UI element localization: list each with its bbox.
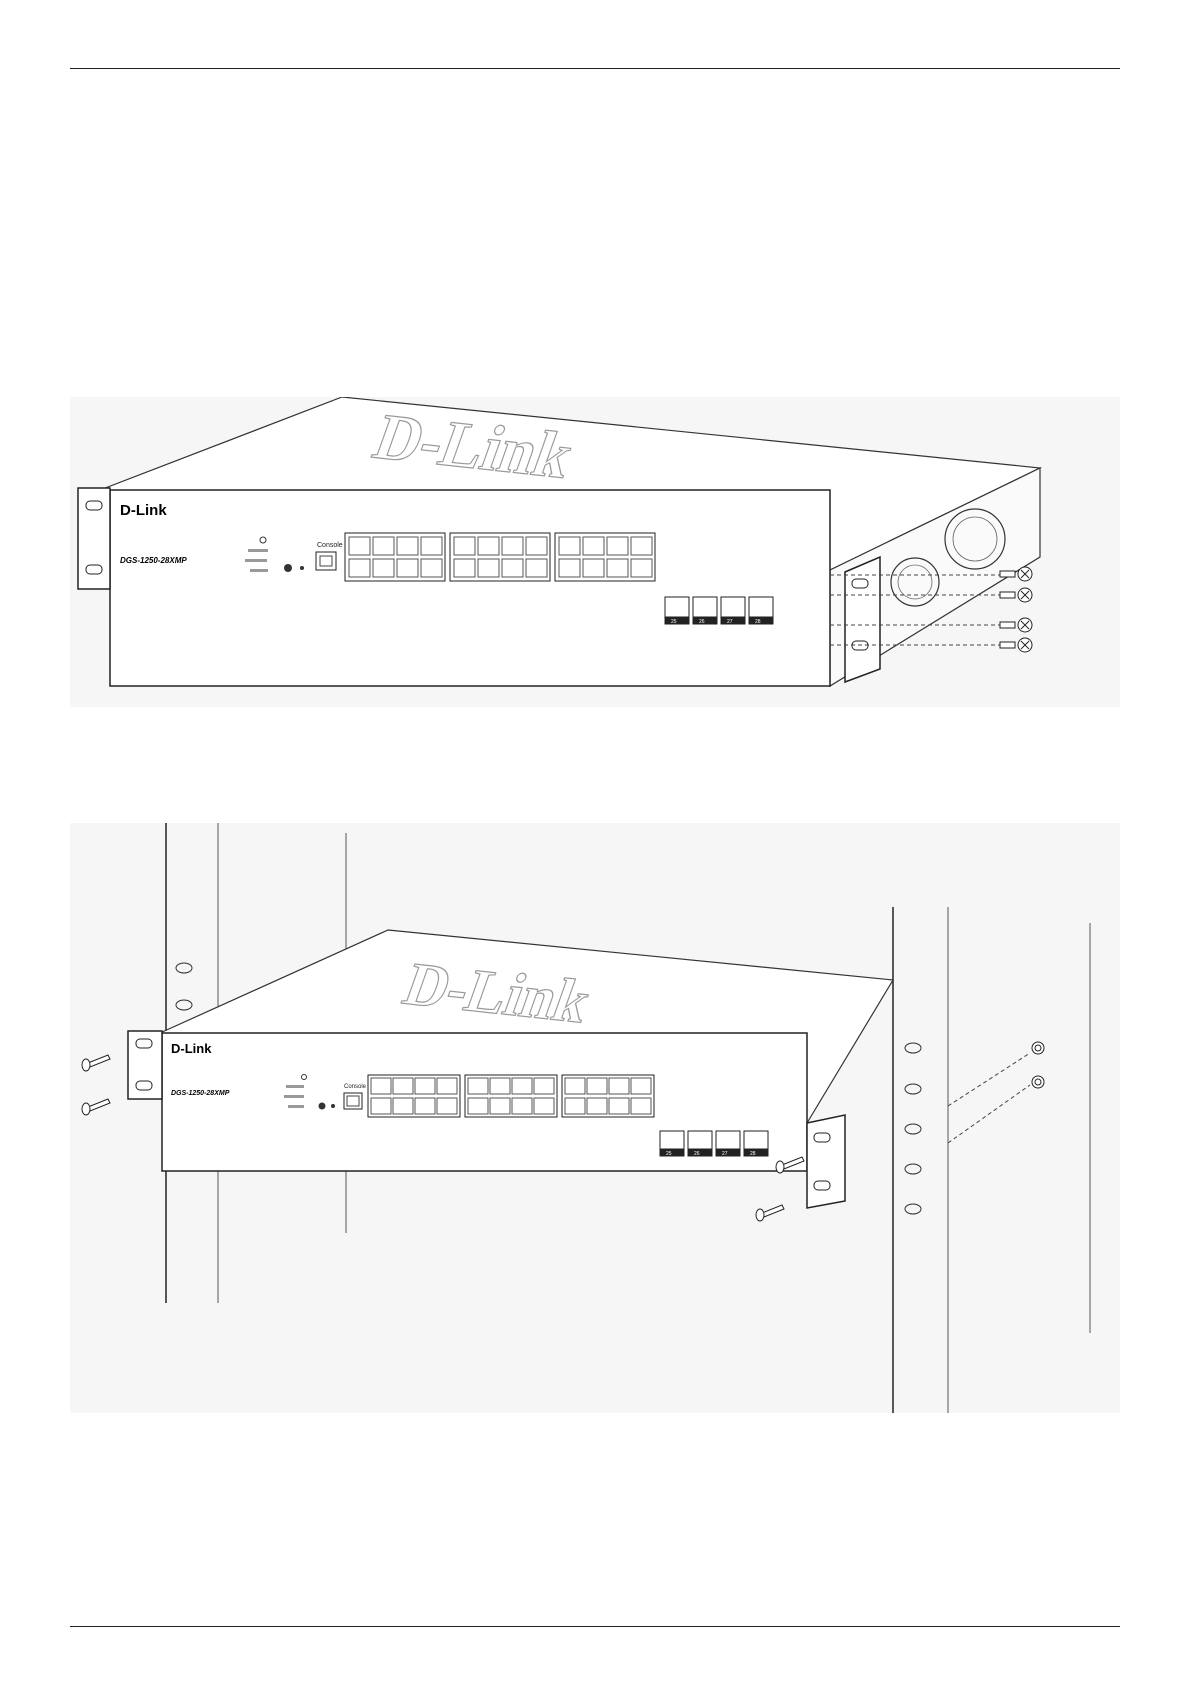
model-label: DGS-1250-28XMP bbox=[120, 556, 187, 565]
screw-icon bbox=[82, 1099, 110, 1115]
brand-logo: D-Link bbox=[171, 1041, 212, 1056]
sfp-port-number: 26 bbox=[694, 1151, 700, 1157]
screw-icon bbox=[756, 1205, 784, 1221]
header-rule bbox=[70, 68, 1120, 69]
right-rack-bracket bbox=[845, 557, 880, 682]
console-label: Console bbox=[317, 542, 343, 549]
washer-icon bbox=[1032, 1076, 1044, 1088]
model-label: DGS-1250-28XMP bbox=[171, 1090, 230, 1097]
sfp-port-number: 26 bbox=[699, 619, 705, 625]
bracket-attach-figure: D-Link D-Link DGS-1250-28XMP Console bbox=[70, 397, 1120, 707]
rack-mount-illustration: D-Link D-Link DGS-1250-28XMP Console bbox=[70, 823, 1120, 1413]
left-rack-ear bbox=[128, 1031, 162, 1099]
switch-front-panel bbox=[110, 490, 830, 686]
rack-mount-figure: D-Link D-Link DGS-1250-28XMP Console bbox=[70, 823, 1120, 1413]
reset-button-icon bbox=[331, 1104, 335, 1108]
sfp-port-number: 27 bbox=[722, 1151, 728, 1157]
console-port bbox=[316, 552, 336, 570]
screw-icon bbox=[1000, 638, 1032, 652]
rj45-port-group bbox=[345, 533, 655, 581]
brand-logo: D-Link bbox=[120, 502, 167, 519]
console-label: Console bbox=[344, 1084, 367, 1090]
sfp-port-number: 28 bbox=[755, 619, 761, 625]
sfp-port-number: 25 bbox=[671, 619, 677, 625]
screw-icon bbox=[1000, 618, 1032, 632]
screw-icon bbox=[1000, 588, 1032, 602]
sfp-port-number: 27 bbox=[727, 619, 733, 625]
screw-icon bbox=[82, 1055, 110, 1071]
right-rack-ear bbox=[807, 1115, 845, 1208]
washer-icon bbox=[1032, 1042, 1044, 1054]
sfp-port-number: 28 bbox=[750, 1151, 756, 1157]
mode-button-icon bbox=[319, 1103, 326, 1110]
mode-button-icon bbox=[284, 564, 292, 572]
sfp-port-number: 25 bbox=[666, 1151, 672, 1157]
bracket-attach-illustration: D-Link D-Link DGS-1250-28XMP Console bbox=[70, 397, 1120, 707]
reset-button-icon bbox=[300, 566, 304, 570]
footer-rule bbox=[70, 1626, 1120, 1627]
rj45-port-group bbox=[368, 1075, 654, 1117]
